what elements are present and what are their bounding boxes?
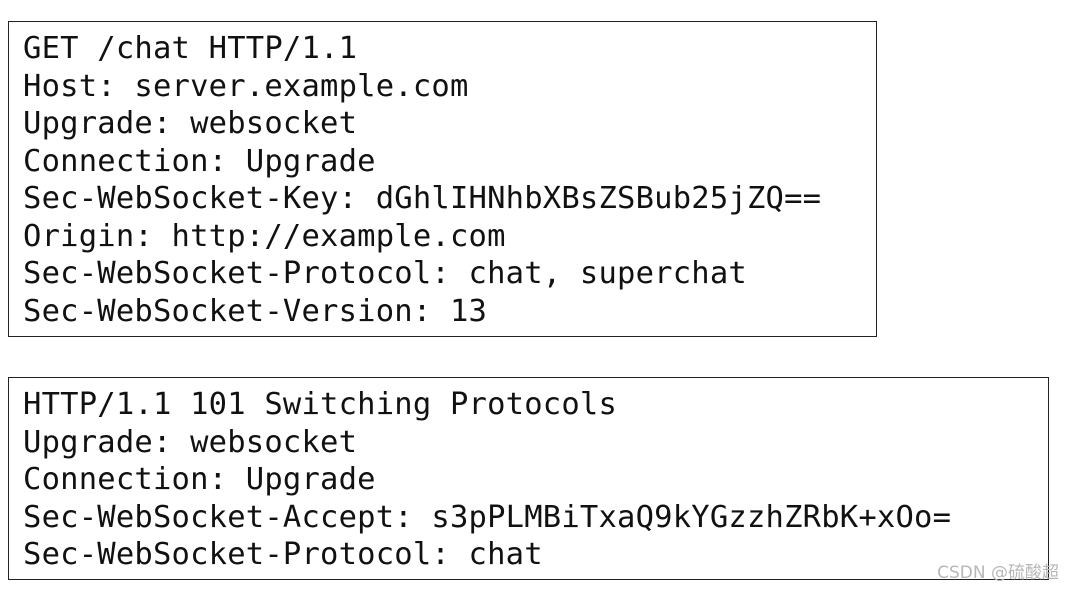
websocket-key-header-line: Sec-WebSocket-Key: dGhlIHNhbXBsZSBub25jZ… xyxy=(23,181,822,216)
websocket-request-box: GET /chat HTTP/1.1 Host: server.example.… xyxy=(8,21,877,337)
csdn-watermark: CSDN @硫酸超 xyxy=(937,563,1059,583)
websocket-response-box: HTTP/1.1 101 Switching Protocols Upgrade… xyxy=(8,377,1049,580)
request-line: GET /chat HTTP/1.1 xyxy=(23,31,358,66)
websocket-accept-header-line: Sec-WebSocket-Accept: s3pPLMBiTxaQ9kYGzz… xyxy=(23,499,952,535)
websocket-version-header-line: Sec-WebSocket-Version: 13 xyxy=(23,293,488,329)
upgrade-header-line: Upgrade: websocket xyxy=(23,424,358,460)
status-line: HTTP/1.1 101 Switching Protocols xyxy=(23,387,618,422)
connection-header-line: Connection: Upgrade xyxy=(23,143,376,179)
upgrade-header-line: Upgrade: websocket xyxy=(23,106,358,141)
connection-header-line: Connection: Upgrade xyxy=(23,462,376,497)
websocket-protocol-header-line: Sec-WebSocket-Protocol: chat, superchat xyxy=(23,256,747,291)
websocket-protocol-header-line: Sec-WebSocket-Protocol: chat xyxy=(23,537,543,572)
origin-header-line: Origin: http://example.com xyxy=(23,218,506,254)
host-header-line: Host: server.example.com xyxy=(23,68,469,104)
